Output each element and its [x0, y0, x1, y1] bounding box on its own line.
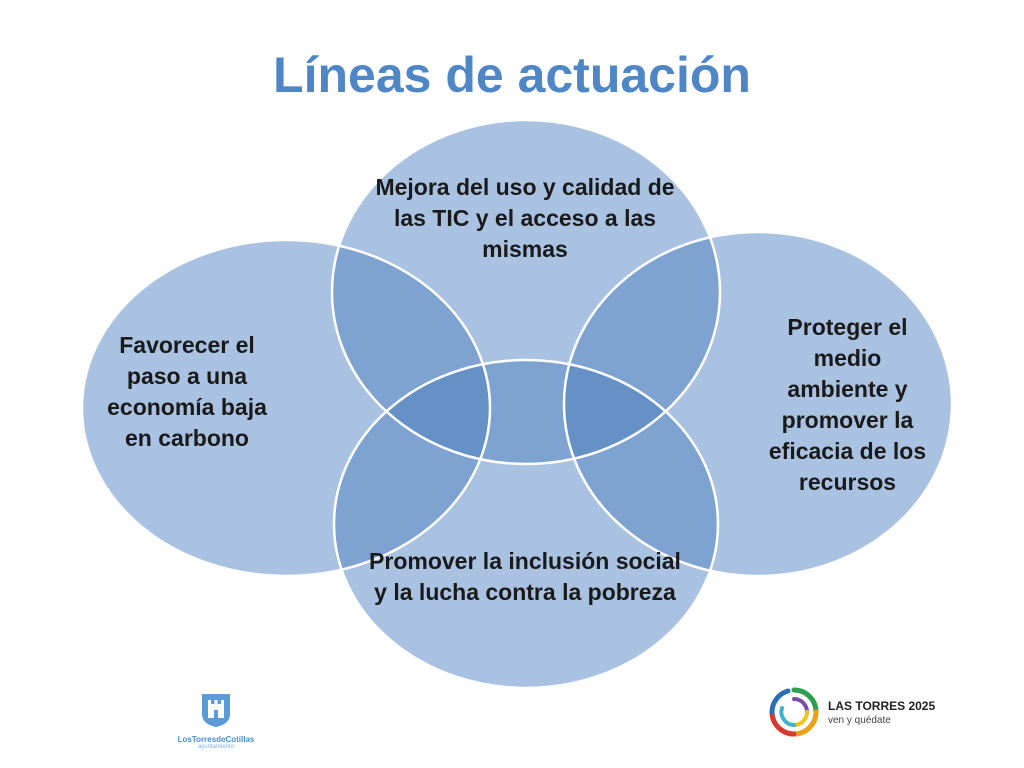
venn-label-top: Mejora del uso y calidad de las TIC y el…: [375, 174, 675, 262]
venn-label-left: Favorecer el paso a una economía baja en…: [107, 332, 267, 451]
overlap-top-left: [332, 240, 490, 464]
left-logo-name: LosTorresdeCotillas: [177, 735, 255, 744]
left-logo-sub: ayuntamiento: [197, 744, 235, 750]
page-title: Líneas de actuación: [273, 47, 751, 103]
las-torres-de-cotillas-logo: LosTorresdeCotillas ayuntamiento: [168, 692, 264, 756]
venn-label-right: Proteger el medio ambiente y promover la…: [768, 314, 927, 495]
colorful-ring-icon: [769, 687, 819, 737]
venn-label-bottom: Promover la inclusión social y la lucha …: [369, 548, 681, 605]
right-logo-title: LAS TORRES 2025: [828, 699, 936, 713]
overlap-top-right: [564, 232, 720, 464]
venn-circle-outlines: [80, 118, 954, 690]
las-torres-2025-logo: LAS TORRES 2025 ven y quédate: [768, 686, 948, 740]
city-castle-icon: [202, 694, 230, 727]
right-logo-tagline: ven y quédate: [828, 715, 891, 726]
overlap-bottom-left: [334, 360, 490, 576]
overlap-bottom-right: [564, 360, 718, 576]
